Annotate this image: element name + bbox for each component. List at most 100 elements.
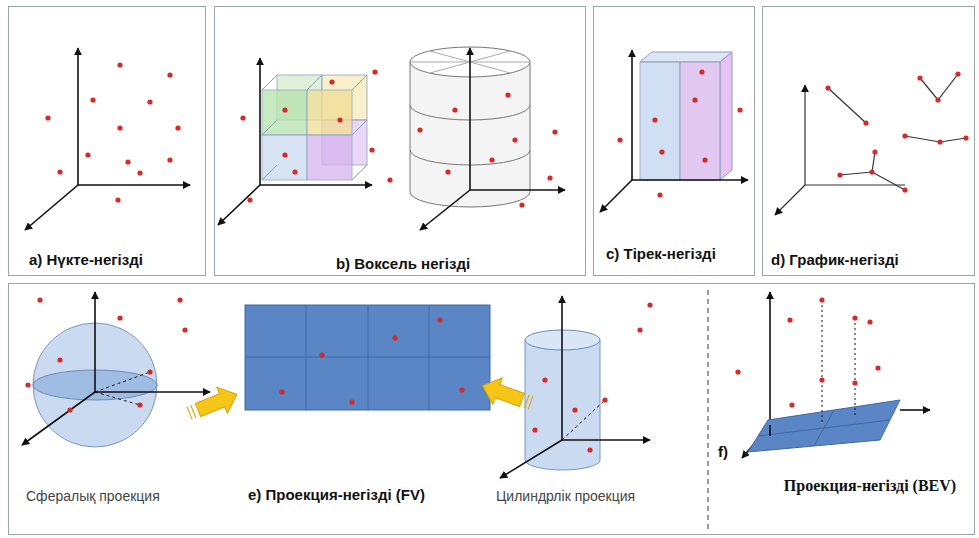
point [369,147,374,152]
point [240,115,245,120]
graph-edges [828,74,966,190]
point [57,169,62,174]
point [875,365,880,370]
point [532,427,537,432]
axes [500,440,562,478]
point [837,172,842,177]
panel-caption: d) График-негізді [771,251,899,269]
bev-plane [748,400,900,452]
point [602,397,607,402]
point [292,169,297,174]
point [319,352,324,357]
voxel-grid [307,90,352,135]
point [117,315,122,320]
pillars [640,62,680,180]
drop-line [822,300,855,425]
axes [769,292,771,425]
bev-plane [758,410,890,446]
point [372,69,377,74]
axes [562,400,605,440]
point [825,85,830,90]
projection-arrow [187,405,196,419]
point [37,297,42,302]
axes [95,372,150,392]
projection-arrow [478,372,527,413]
point [819,377,824,382]
point [937,139,942,144]
point [177,297,182,302]
pillars [640,52,732,180]
point [512,137,517,142]
point [175,125,180,130]
point [25,382,30,387]
point [137,170,142,175]
point [117,62,122,67]
axes [260,184,372,186]
point [125,159,130,164]
axes [95,391,210,393]
point [819,297,824,302]
axes [94,292,96,392]
point [147,99,152,104]
axes [805,184,905,185]
point [867,319,872,324]
point [147,369,152,374]
panel-caption: c) Тірек-негізді [606,245,716,263]
axes [769,425,771,436]
point [137,402,142,407]
point [789,402,794,407]
axes [22,292,210,445]
point [85,152,90,157]
graph-edges [840,172,905,190]
point [872,149,877,154]
point [917,75,922,80]
point [452,107,457,112]
point [115,197,120,202]
sub-caption: Цилиндрлік проекция [496,488,635,505]
panel-box: b) Воксель негізді [214,6,586,276]
point [392,335,397,340]
axes [631,50,633,180]
sub-caption: Сфералық проекция [26,488,160,505]
axes [600,50,748,212]
range-image [245,305,490,410]
axes [561,296,563,440]
point [963,135,968,140]
point [505,92,510,97]
pillars [720,52,732,180]
point [737,107,742,112]
point [852,315,857,320]
point [547,175,552,180]
point [247,197,252,202]
point [279,389,284,394]
point [659,149,664,154]
panel-caption: Проекция-негізді (BEV) [780,476,960,495]
panel-frame [707,290,708,530]
point [552,129,557,134]
graph-edges [905,136,966,142]
panel-caption: f) [718,443,728,461]
axes [600,180,632,212]
graph-edges [920,74,958,100]
panel-box: d) График-негізді [762,6,975,276]
point [445,169,450,174]
axes [900,409,930,411]
point [637,327,642,332]
point [182,327,187,332]
axes [22,392,95,445]
panel-region: Сфералық проекцияe) Проекция-негізді (FV… [8,283,708,535]
panel-region: f) Проекция-негізді (BEV) [708,283,975,535]
axes [562,439,650,441]
pillars [640,52,732,62]
point [735,369,740,374]
voxel-grid [307,135,352,180]
point [282,152,287,157]
point [117,125,122,130]
voxel-grid [262,75,367,180]
axes [775,85,905,215]
point [387,177,392,182]
axes [470,189,565,191]
point [417,127,422,132]
